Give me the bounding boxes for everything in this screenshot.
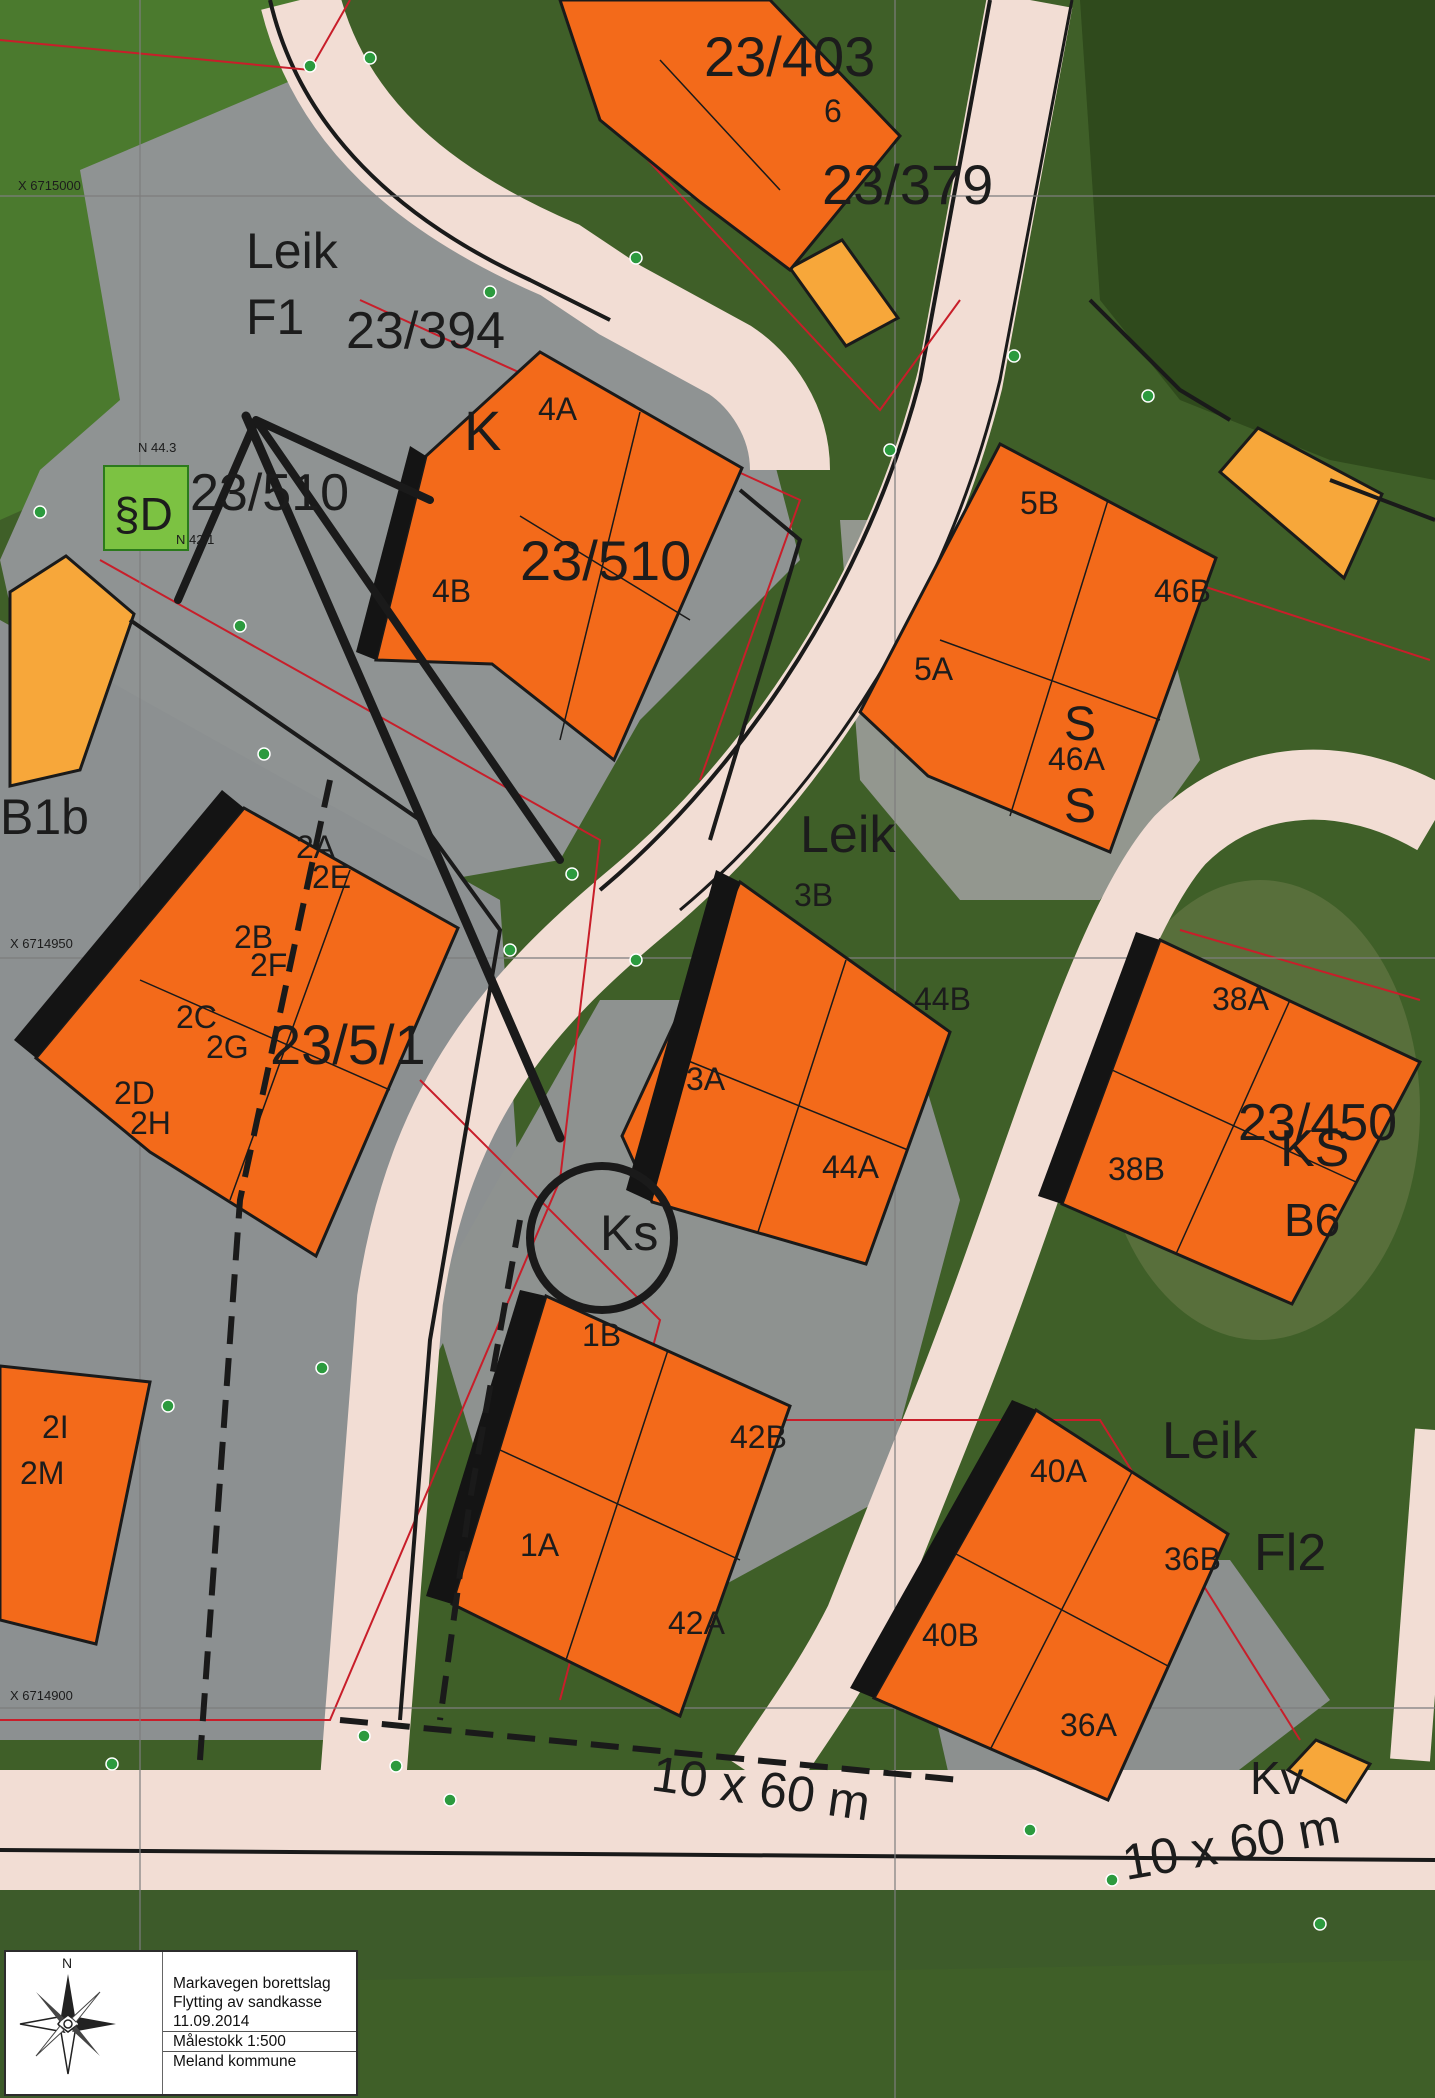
unit-label: 40B	[922, 1617, 979, 1653]
unit-label: 42A	[668, 1605, 726, 1641]
project-name: Markavegen borettslag	[173, 1975, 331, 1992]
unit-label: 2F	[250, 947, 287, 983]
unit-label: 1B	[582, 1317, 621, 1353]
buildings	[0, 0, 1423, 1802]
unit-label: 2H	[130, 1105, 171, 1141]
coordinate-label: X 6714900	[10, 1688, 73, 1703]
parcel-label: 23/510	[190, 464, 349, 522]
zone-label: §D	[114, 488, 173, 540]
unit-label: 6	[824, 93, 842, 129]
parcel-label: 23/403	[704, 25, 875, 88]
planning-lines	[197, 779, 961, 1783]
road-edge-line	[598, 0, 992, 892]
zone-label: Leik	[800, 806, 896, 864]
road-edge-line	[268, 0, 611, 322]
main-road	[317, 0, 1073, 1824]
plan-scale: Målestokk 1:500	[163, 2031, 356, 2051]
zone-boundaries	[128, 298, 1435, 1721]
new-sandbox-location-circle	[526, 1162, 678, 1314]
height-label: N 42.1	[176, 532, 214, 547]
unit-label: 1A	[520, 1527, 560, 1563]
unit-label: 36B	[1164, 1541, 1221, 1577]
title-text: Markavegen borettslag Flytting av sandka…	[162, 1952, 356, 2094]
unit-label: 3A	[686, 1061, 726, 1097]
municipality: Meland kommune	[163, 2051, 356, 2071]
parcel-label: 23/510	[520, 529, 691, 592]
road-northwest-branch	[261, 0, 830, 472]
unit-label: 38A	[1212, 981, 1270, 1017]
unit-divisions	[139, 59, 1357, 1751]
zone-label: Ks	[600, 1205, 658, 1261]
unit-label: 4B	[432, 573, 471, 609]
unit-label: 36A	[1060, 1707, 1118, 1743]
loop-road	[730, 749, 1435, 1800]
parcel-label: 23/450	[1238, 1094, 1397, 1152]
road-edge-line	[0, 1848, 1435, 1862]
unit-label: 42B	[730, 1419, 787, 1455]
unit-label: 2I	[42, 1409, 69, 1445]
zone-label: K	[464, 399, 501, 462]
zone-label: B1b	[0, 789, 89, 845]
height-label: N 44.3	[138, 440, 176, 455]
unit-label: 5A	[914, 651, 954, 687]
parcel-label: 23/379	[822, 153, 993, 216]
parcel-label: 23/5/1	[270, 1013, 426, 1076]
parcel-label: 23/394	[346, 302, 505, 360]
zone-label: Leik	[1162, 1412, 1258, 1470]
trees-northeast	[1080, 0, 1435, 480]
unit-label: 2G	[206, 1029, 249, 1065]
road-east-edge	[1390, 1428, 1435, 1762]
relocation-arrow	[174, 416, 564, 864]
sheds	[8, 238, 1384, 1804]
unit-label: 2A	[296, 829, 336, 865]
zone-label: S	[1064, 780, 1096, 833]
unit-label: 2E	[312, 859, 351, 895]
survey-points	[33, 51, 1327, 1931]
zone-label: Leik	[246, 223, 339, 279]
unit-label: 2C	[176, 999, 217, 1035]
zone-label: Kv	[1250, 1752, 1304, 1804]
unit-label: 2M	[20, 1455, 64, 1491]
unit-label: 44A	[822, 1149, 880, 1185]
zone-label: Fl2	[1254, 1524, 1326, 1582]
unit-label: 2B	[234, 919, 273, 955]
title-lines: Markavegen borettslag Flytting av sandka…	[163, 1952, 356, 2031]
unit-label: 40A	[1030, 1453, 1088, 1489]
road-south	[0, 1770, 1435, 1890]
plan-date: 11.09.2014	[173, 2013, 250, 2030]
coordinate-label: X 6715000	[18, 178, 81, 193]
building-shadows	[14, 446, 1160, 1698]
relocation-line	[241, 411, 565, 1143]
zone-label: S	[1064, 698, 1096, 751]
north-arrow-icon: N	[19, 1955, 116, 2075]
zone-label: B6	[1284, 1194, 1340, 1246]
plan-subject: Flytting av sandkasse	[173, 1994, 323, 2011]
unit-label: 44B	[914, 981, 971, 1017]
unit-label: 38B	[1108, 1151, 1165, 1187]
zone-d-marker	[103, 465, 189, 551]
unit-label: 5B	[1020, 485, 1059, 521]
unit-label: 4A	[538, 391, 578, 427]
road-edge-line	[679, 0, 1074, 912]
unit-label: 46A	[1048, 741, 1106, 777]
zone-label: F1	[246, 289, 304, 345]
field-south	[0, 1840, 1435, 2098]
title-block: N Markavegen borettslag Flytting av sand…	[4, 1950, 358, 2096]
zone-label: KS	[1280, 1120, 1349, 1178]
unit-label: 46B	[1154, 573, 1211, 609]
coordinate-label: X 6714950	[10, 936, 73, 951]
unit-label: 3B	[794, 877, 833, 913]
unit-label: 2D	[114, 1075, 155, 1111]
north-label: N	[62, 1955, 72, 1971]
